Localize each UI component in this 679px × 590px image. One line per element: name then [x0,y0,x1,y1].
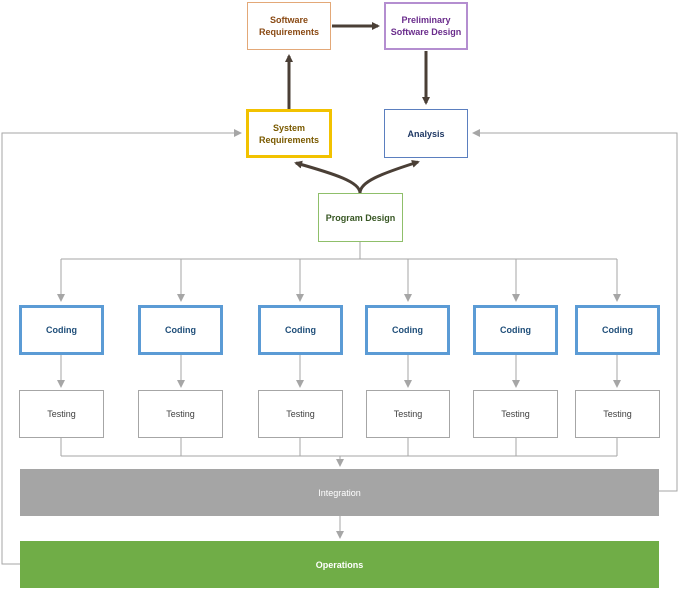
analysis-label: Analysis [407,128,445,139]
coding-box-4: Coding [365,305,450,355]
coding-label-3: Coding [285,325,316,335]
merge-line [60,438,618,457]
software-requirements-label: Software Requirements [258,15,320,37]
coding-box-3: Coding [258,305,343,355]
testing-box-5: Testing [473,390,558,438]
coding-box-6: Coding [575,305,660,355]
feedback-operations-to-system [1,129,242,565]
system-requirements-box: System Requirements [246,109,332,158]
testing-box-3: Testing [258,390,343,438]
integration-label: Integration [318,487,361,498]
coding-box-2: Coding [138,305,223,355]
testing-label-4: Testing [393,409,423,419]
program-design-box: Program Design [318,193,403,242]
software-requirements-box: Software Requirements [247,2,331,50]
analysis-box: Analysis [384,109,468,158]
testing-label-6: Testing [603,409,632,419]
feedback-integration-to-analysis [472,129,678,492]
testing-box-2: Testing [138,390,223,438]
program-design-label: Program Design [325,212,396,223]
integration-bar: Integration [20,469,659,516]
coding-label-1: Coding [46,325,77,335]
coding-box-5: Coding [473,305,558,355]
testing-label-3: Testing [286,409,315,419]
arrow-program-to-analysis [358,159,420,194]
coding-label-5: Coding [500,325,531,335]
testing-label-1: Testing [47,409,76,419]
preliminary-design-box: Preliminary Software Design [384,2,468,50]
system-requirements-label: System Requirements [258,122,320,145]
testing-label-2: Testing [166,409,195,419]
fanout-line [61,242,617,260]
testing-box-6: Testing [575,390,660,438]
preliminary-design-label: Preliminary Software Design [390,15,462,37]
operations-bar: Operations [20,541,659,588]
coding-label-2: Coding [165,325,196,335]
coding-testing-arrows [57,355,621,388]
operations-label: Operations [315,559,364,570]
coding-box-1: Coding [19,305,104,355]
fanout-arrows [57,259,621,302]
coding-label-6: Coding [602,325,633,335]
arrow-program-to-system [294,160,362,194]
testing-label-5: Testing [501,409,530,419]
testing-box-1: Testing [19,390,104,438]
coding-label-4: Coding [392,325,423,335]
testing-box-4: Testing [366,390,450,438]
